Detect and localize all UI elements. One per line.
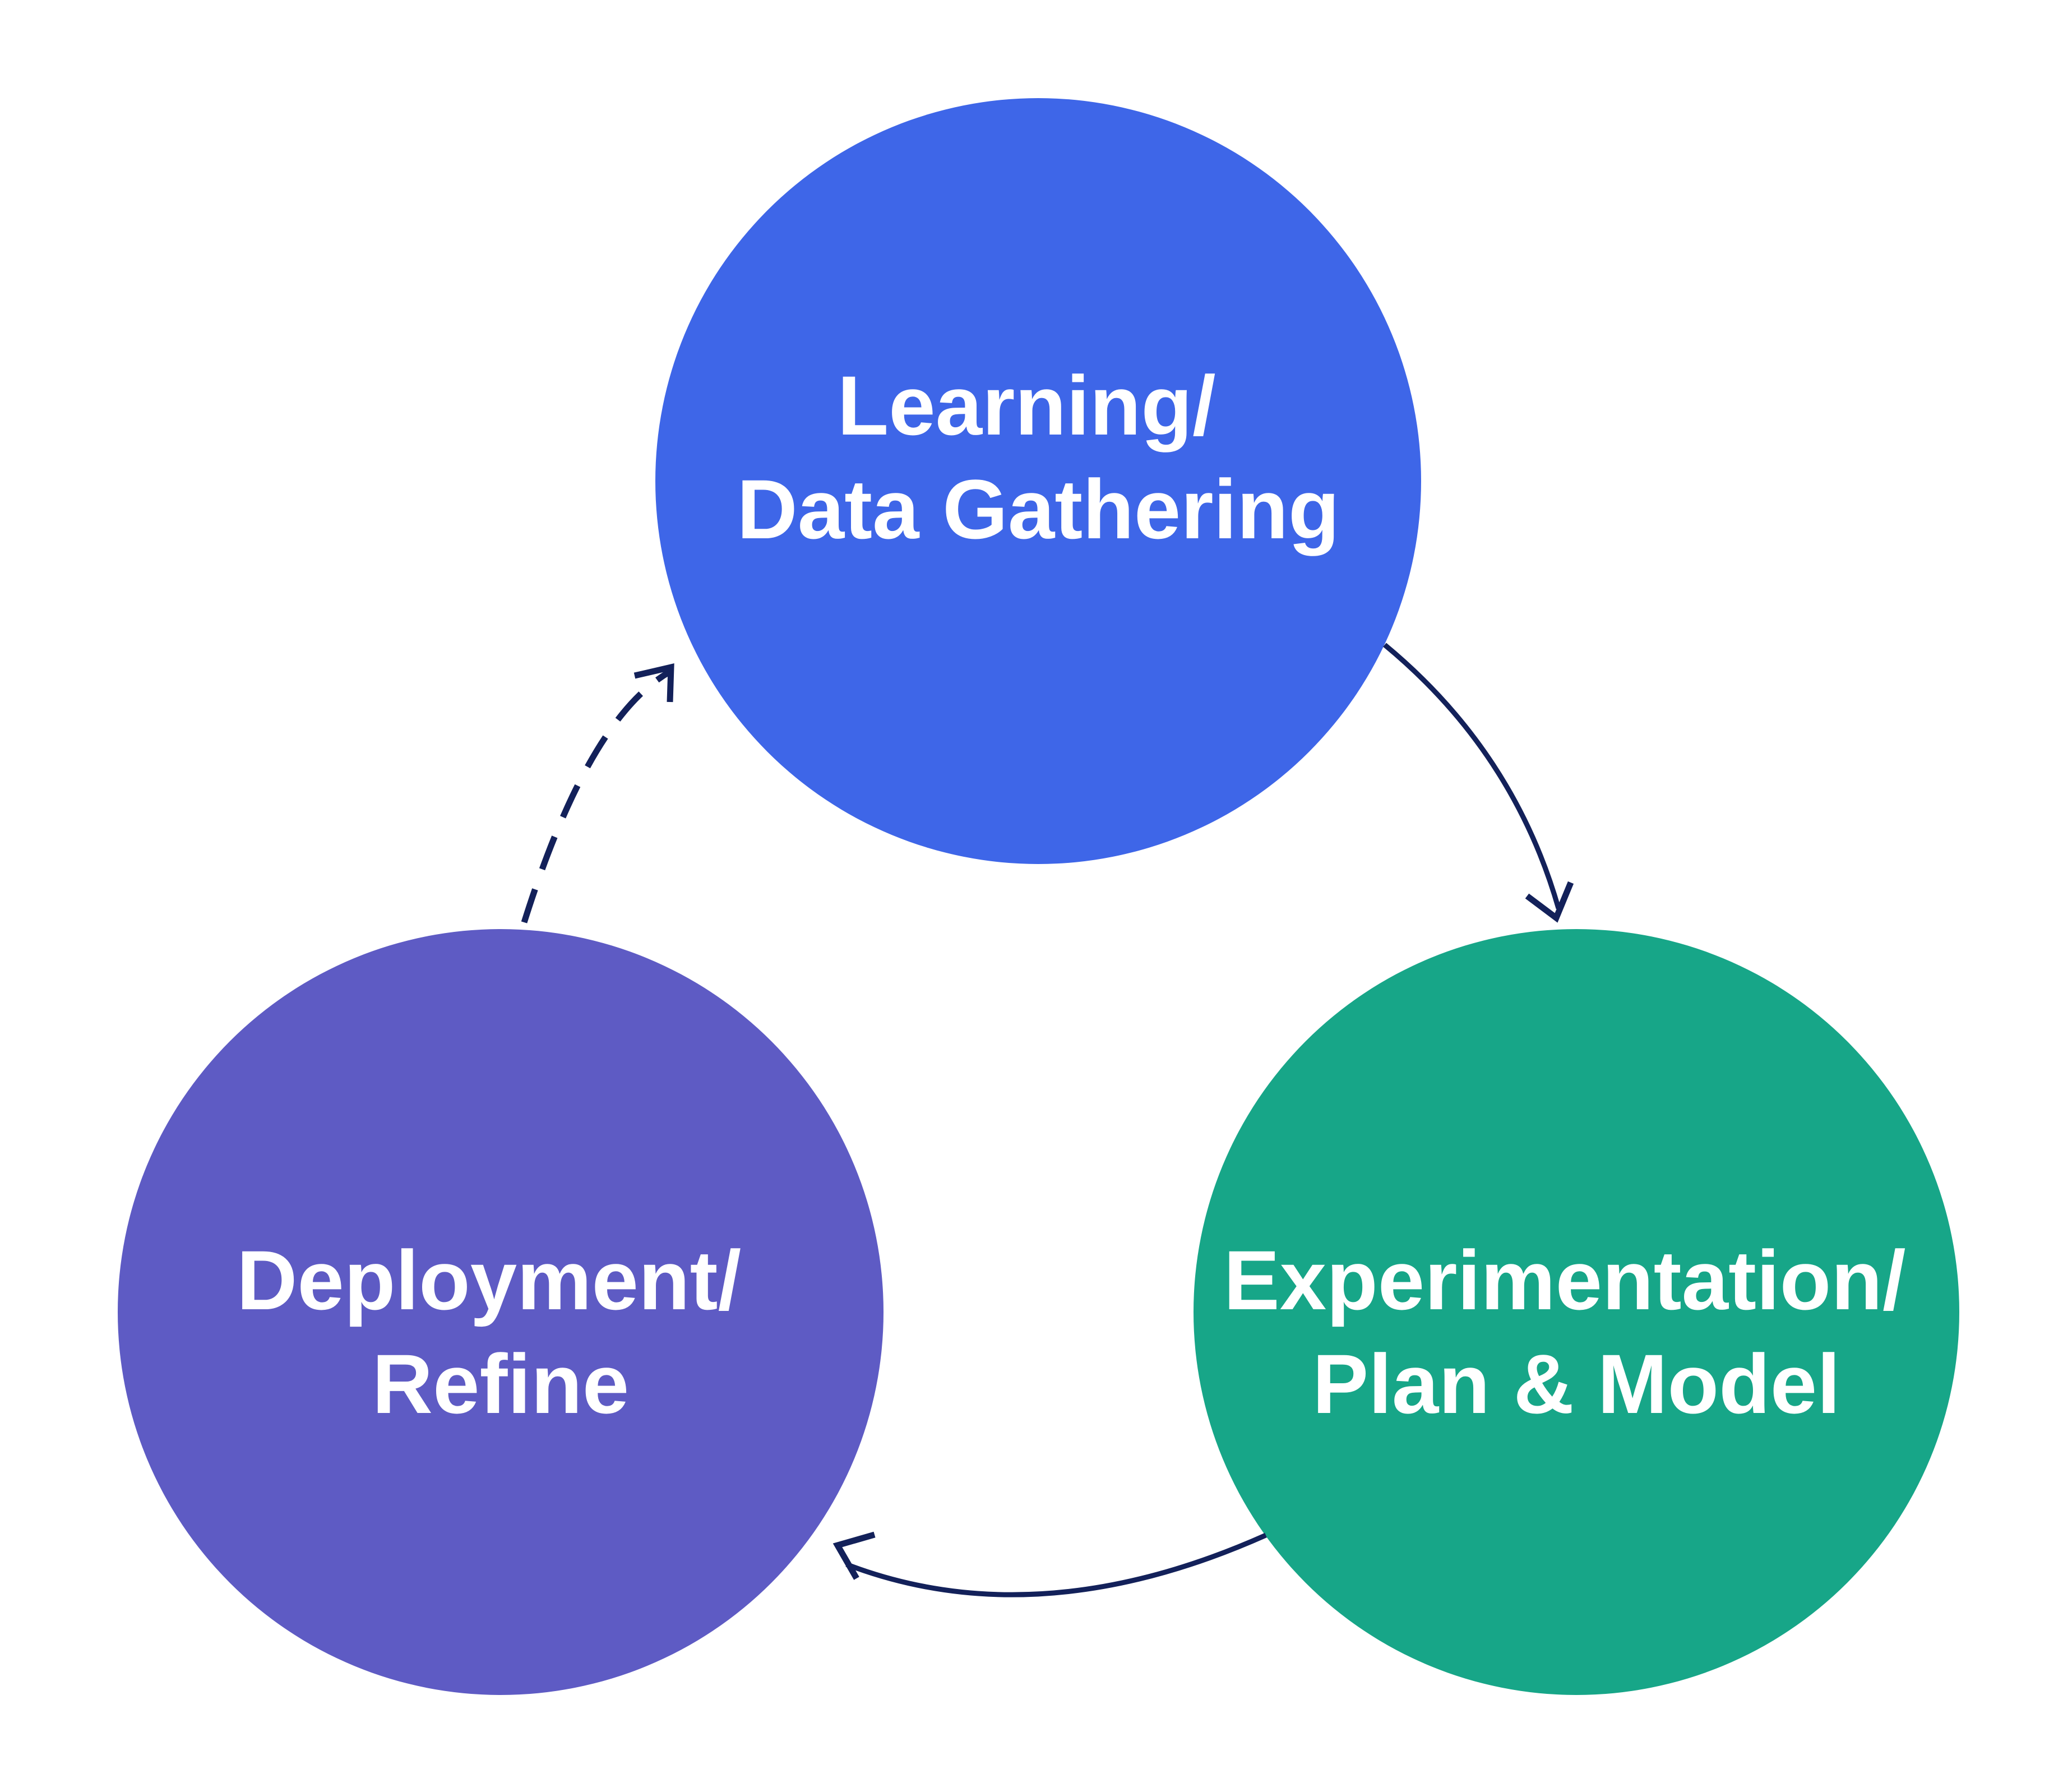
edge-learning-to-experimentation-line [1383, 643, 1561, 909]
edge-deployment-to-learning-line [521, 669, 672, 923]
node-learning-label-line2: Data Gathering [737, 462, 1339, 556]
edge-deployment-to-learning [521, 663, 674, 923]
edge-learning-to-experimentation [1383, 643, 1574, 923]
node-deployment-label: Deployment/ Refine [237, 1233, 765, 1431]
node-deployment-circle [118, 929, 884, 1695]
node-experimentation-label: Experimentation/ Plan & Model [1224, 1233, 1930, 1431]
node-learning: Learning/ Data Gathering [655, 98, 1421, 864]
node-experimentation-label-line2: Plan & Model [1312, 1337, 1840, 1431]
node-deployment-label-line2: Refine [372, 1337, 629, 1431]
node-learning-label: Learning/ Data Gathering [737, 358, 1339, 556]
edge-experimentation-to-deployment-line [845, 1532, 1267, 1597]
edge-experimentation-to-deployment-arrowhead [832, 1531, 876, 1580]
edge-learning-to-experimentation-arrowhead [1525, 881, 1574, 923]
node-experimentation-circle [1194, 929, 1959, 1695]
edge-experimentation-to-deployment [832, 1531, 1267, 1597]
node-experimentation-label-line1: Experimentation/ [1224, 1233, 1906, 1327]
node-learning-circle [655, 98, 1421, 864]
node-deployment: Deployment/ Refine [118, 929, 884, 1695]
edge-deployment-to-learning-arrowhead [633, 663, 674, 703]
node-experimentation: Experimentation/ Plan & Model [1194, 929, 1959, 1695]
node-learning-label-line1: Learning/ [838, 358, 1216, 452]
node-deployment-label-line1: Deployment/ [237, 1233, 741, 1327]
